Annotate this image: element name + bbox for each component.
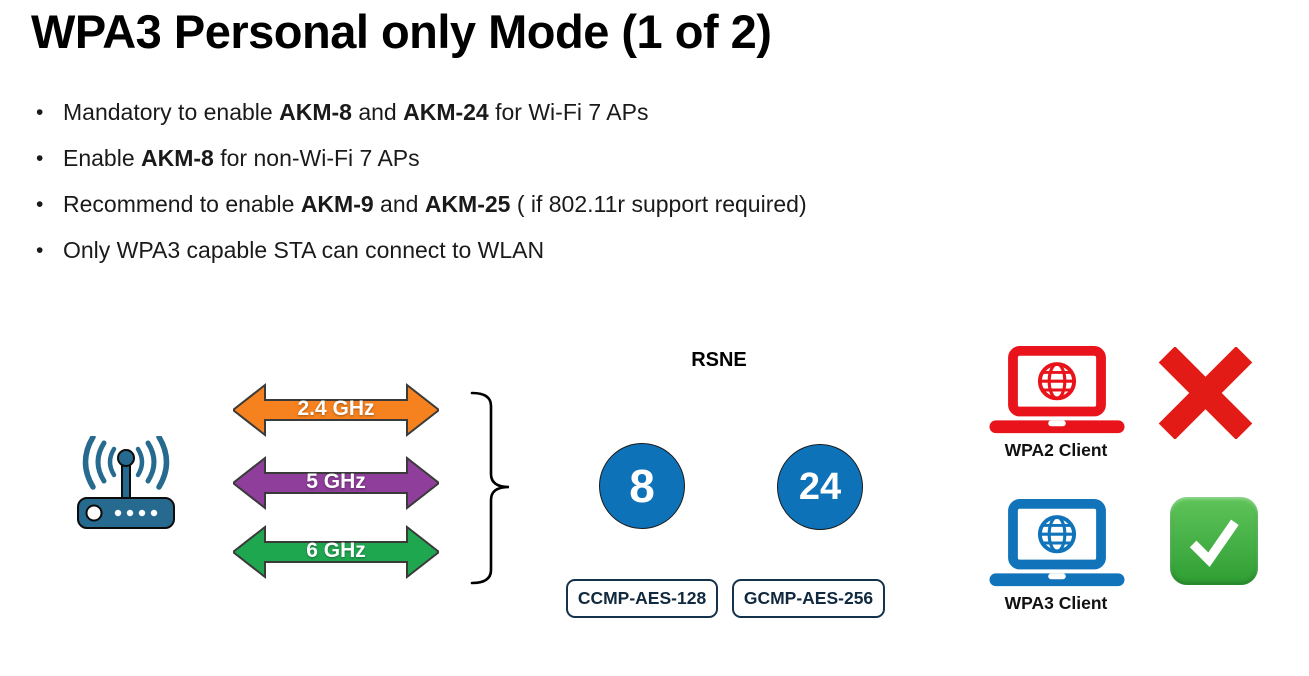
bullet-segment: and [351, 99, 404, 125]
band-label: 5 GHz [306, 470, 366, 494]
double-arrow-icon [233, 455, 439, 511]
bullet-segment: Enable [63, 145, 142, 171]
bullet-segment: AKM-24 [403, 99, 489, 125]
wpa2-client-label: WPA2 Client [1004, 440, 1108, 460]
bullet-segment: AKM-9 [300, 191, 374, 217]
cipher-box-ccmp: CCMP-AES-128 [566, 579, 718, 618]
bullet-marker: • [36, 193, 44, 216]
bullet-text: Mandatory to enable AKM-8 and AKM-24 for… [63, 97, 648, 128]
radio-waves-icon [82, 436, 170, 490]
cross-mark-icon [1158, 347, 1253, 439]
bullet-item: • Only WPA3 capable STA can connect to W… [36, 235, 807, 266]
globe-icon [1037, 362, 1077, 401]
grouping-brace [470, 391, 510, 585]
bullet-item: • Enable AKM-8 for non-Wi-Fi 7 APs [36, 143, 807, 174]
bullet-segment: for non-Wi-Fi 7 APs [213, 145, 420, 171]
band-arrow-6ghz: 6 GHz [233, 524, 439, 580]
bullet-marker: • [36, 239, 44, 262]
slide-title: WPA3 Personal only Mode (1 of 2) [31, 5, 772, 58]
band-label: 6 GHz [306, 539, 366, 563]
bullet-marker: • [36, 147, 44, 170]
bullet-item: • Mandatory to enable AKM-8 and AKM-24 f… [36, 97, 807, 128]
akm-circle-8: 8 [599, 443, 685, 529]
bullet-text: Enable AKM-8 for non-Wi-Fi 7 APs [63, 143, 420, 174]
bullet-item: • Recommend to enable AKM-9 and AKM-25 (… [36, 189, 807, 220]
globe-icon [1037, 515, 1077, 554]
bullet-text: Recommend to enable AKM-9 and AKM-25 ( i… [63, 189, 807, 220]
double-arrow-icon [233, 524, 439, 580]
bullet-text: Only WPA3 capable STA can connect to WLA… [63, 235, 544, 266]
cipher-box-gcmp: GCMP-AES-256 [732, 579, 885, 618]
bullet-segment: for Wi-Fi 7 APs [488, 99, 649, 125]
wpa3-laptop-icon [989, 499, 1125, 587]
wpa2-laptop-icon [989, 346, 1125, 434]
akm-circle-24: 24 [777, 444, 863, 530]
bullet-segment: AKM-8 [279, 99, 352, 125]
band-label: 2.4 GHz [297, 397, 375, 421]
band-arrow-5ghz: 5 GHz [233, 455, 439, 511]
bullet-segment: Only WPA3 capable STA can connect to WLA… [63, 237, 545, 263]
double-arrow-icon [233, 382, 439, 438]
bullet-segment: ( if 802.11r support required) [510, 191, 807, 217]
bullet-segment: Recommend to enable [63, 191, 301, 217]
wpa3-client-label: WPA3 Client [1004, 593, 1108, 613]
bullet-segment: and [373, 191, 425, 217]
bullet-segment: Mandatory to enable [63, 99, 280, 125]
akm-value: 24 [798, 465, 842, 508]
check-mark-icon [1170, 497, 1258, 585]
wireless-router-icon [77, 436, 175, 529]
bullet-marker: • [36, 101, 44, 124]
rsne-heading: RSNE [691, 349, 747, 371]
bullet-segment: AKM-25 [424, 191, 511, 217]
bullet-list: • Mandatory to enable AKM-8 and AKM-24 f… [36, 97, 807, 281]
bullet-segment: AKM-8 [141, 145, 214, 171]
akm-value: 8 [629, 460, 655, 512]
band-arrow-2-4ghz: 2.4 GHz [233, 382, 439, 438]
